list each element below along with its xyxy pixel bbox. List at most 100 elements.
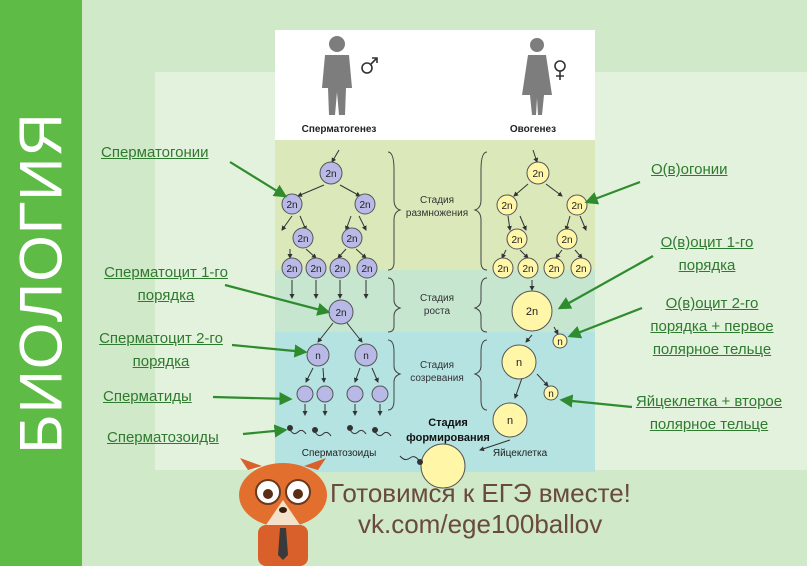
connector-arrow	[339, 184, 361, 197]
label-spermatocyte1-l1: Сперматоцит 1-го	[104, 264, 228, 281]
svg-text:n: n	[507, 415, 513, 427]
label-spermatocyte2-l2: порядка	[132, 353, 190, 370]
svg-text:2n: 2n	[526, 306, 538, 318]
egg-cell	[420, 443, 466, 489]
connector-arrow	[532, 149, 539, 163]
fox-mascot-icon	[239, 458, 327, 566]
stage-growth-l2: роста	[424, 306, 451, 317]
spermatogonium-cell: 2n	[292, 227, 314, 249]
promo-line-1: Готовимся к ЕГЭ вместе!	[330, 478, 631, 508]
svg-text:2n: 2n	[334, 264, 345, 275]
connector-arrow	[371, 367, 379, 383]
oogonium-cell: 2n	[526, 161, 550, 185]
label-egg-l1: Яйцеклетка + второе	[635, 393, 783, 410]
connector-arrow	[536, 373, 549, 387]
svg-text:2n: 2n	[522, 264, 533, 275]
svg-text:n: n	[363, 351, 369, 362]
spermatid-cell	[371, 385, 389, 403]
oogonium-cell: 2n	[543, 257, 565, 279]
polar-body-cell: n	[543, 385, 559, 401]
svg-text:n: n	[516, 357, 522, 369]
svg-text:2n: 2n	[532, 169, 543, 180]
svg-text:2n: 2n	[346, 234, 357, 245]
spermatogonium-cell: 2n	[329, 257, 351, 279]
stage-growth-l1: Стадия	[420, 293, 454, 304]
svg-text:2n: 2n	[571, 201, 582, 212]
spermatid-cell	[316, 385, 334, 403]
stage-maturation-l1: Стадия	[420, 360, 454, 371]
connector-arrow	[574, 249, 583, 259]
female-header: Овогенез	[510, 124, 556, 135]
connector-arrow	[337, 248, 347, 259]
label-spermatozoa: Сперматозоиды	[107, 429, 219, 446]
stage-formation-l2: формирования	[406, 432, 490, 444]
connector-arrow	[305, 367, 314, 383]
spermatogonium-cell: 2n	[281, 193, 303, 215]
oogonium-cell: 2n	[492, 257, 514, 279]
side-title-bar: БИОЛОГИЯ	[0, 0, 82, 566]
spermatozoa-caption: Сперматозоиды	[302, 448, 377, 459]
oogonium-cell: 2n	[496, 194, 518, 216]
spermatid-cell	[296, 385, 314, 403]
male-symbol-icon	[361, 57, 378, 74]
connector-arrow	[346, 322, 363, 343]
connector-arrow	[317, 322, 334, 343]
svg-text:n: n	[557, 337, 563, 348]
label-spermatocyte1-l2: порядка	[137, 287, 195, 304]
spermatogonium-cell: 2n	[341, 227, 363, 249]
connector-arrow	[353, 367, 361, 383]
label-oocyte2-l1: О(в)оцит 2-го	[665, 295, 759, 312]
promo-link[interactable]: vk.com/ege100ballov	[358, 509, 603, 539]
connector-arrow	[506, 215, 512, 231]
svg-text:2n: 2n	[511, 235, 522, 246]
label-spermatids: Сперматиды	[103, 388, 192, 405]
label-egg-l2: полярное тельце	[649, 416, 769, 433]
spermatogonium-cell: 2n	[305, 257, 327, 279]
connector-arrow	[479, 439, 511, 452]
male-header: Сперматогенез	[302, 124, 377, 135]
label-oocyte2-l2: порядка + первое	[650, 318, 774, 335]
spermatogonium-cell: 2n	[319, 161, 343, 185]
spermatocyte2-cell: n	[306, 343, 330, 367]
svg-text:2n: 2n	[325, 169, 336, 180]
svg-text:n: n	[548, 389, 554, 400]
svg-text:2n: 2n	[497, 264, 508, 275]
svg-text:2n: 2n	[335, 308, 346, 319]
oogonium-cell: 2n	[506, 228, 528, 250]
svg-text:2n: 2n	[297, 234, 308, 245]
stage-multiplication-l2: размножения	[406, 208, 468, 219]
egg-caption: Яйцеклетка	[493, 448, 548, 459]
female-figure-icon	[522, 38, 552, 115]
svg-text:n: n	[315, 351, 321, 362]
oogonium-cell: 2n	[517, 257, 539, 279]
connector-arrow	[513, 183, 529, 197]
ootid-cell: n	[492, 402, 528, 438]
polar-body-cell: n	[552, 333, 568, 349]
svg-text:2n: 2n	[501, 201, 512, 212]
sperm-cells	[287, 425, 392, 437]
connector-arrow	[579, 215, 587, 231]
label-oocyte1-l1: О(в)оцит 1-го	[660, 234, 754, 251]
connector-arrow	[331, 149, 340, 163]
svg-text:2n: 2n	[359, 200, 370, 211]
oogonium-cell: 2n	[570, 257, 592, 279]
connector-arrow	[305, 248, 317, 259]
connector-arrow	[344, 215, 352, 231]
pointer-arrows	[212, 161, 654, 438]
label-spermatocyte2-l1: Сперматоцит 2-го	[99, 330, 223, 347]
label-oocyte1-l2: порядка	[678, 257, 736, 274]
connector-arrow	[525, 334, 533, 343]
connector-arrow	[553, 326, 559, 335]
connector-arrow	[545, 183, 563, 197]
stage-multiplication-l1: Стадия	[420, 195, 454, 206]
stage-formation-l1: Стадия	[428, 417, 468, 429]
connector-arrow	[519, 249, 529, 259]
label-oogonia: О(в)огонии	[651, 161, 728, 178]
connector-arrow	[321, 367, 327, 383]
oocyte1-cell: 2n	[511, 290, 553, 332]
connector-arrow	[358, 215, 367, 231]
connector-arrow	[297, 184, 325, 197]
oocyte2-cell: n	[501, 344, 537, 380]
